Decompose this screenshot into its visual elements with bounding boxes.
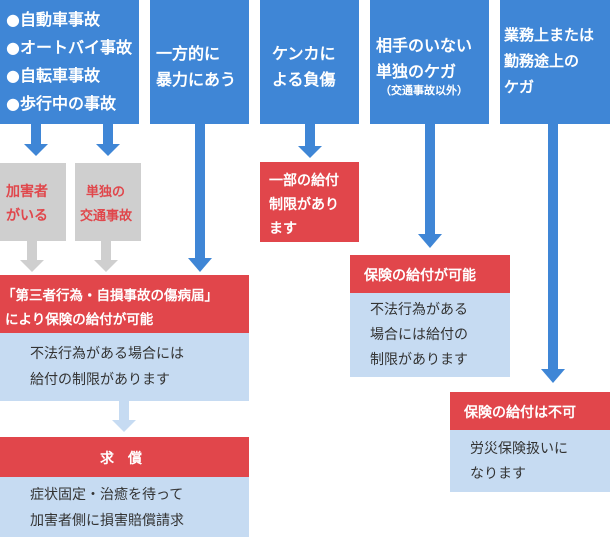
perpetrator-line-2: がいる [6,208,48,224]
fight-line-1: ケンカに [272,44,336,63]
partial-line-1: 一部の給付 [269,173,339,189]
third-party-title-line-1: 「第三者行為・自損事故の傷病届」 [2,288,218,304]
traffic-item-pedestrian: ●歩行中の事故 [6,94,116,113]
alone-line-1: 相手のいない [376,36,473,55]
category-violence: 一方的に 暴力にあう [150,0,249,124]
third-party-title-line-2: により保険の給付が可能 [5,312,154,328]
work-line-3: ケガ [504,78,535,96]
result-impossible-body: 労災保険扱いに なります [450,430,610,492]
result-possible-body: 不法行為がある 場合には給付の 制限があります [350,293,510,377]
work-line-2: 勤務途上の [504,52,580,70]
category-traffic-accidents: ●自動車事故 ●オートバイ事故 ●自転車事故 ●歩行中の事故 [0,0,139,124]
single-line-2: 交通事故 [80,209,133,224]
claim-body-line-1: 症状固定・治癒を待って [30,487,184,503]
perpetrator-line-1: 加害者 [6,184,48,200]
claim-body-line-2: 加害者側に損害賠償請求 [30,513,184,529]
single-line-1: 単独の [86,185,126,200]
violence-line-1: 一方的に [156,44,221,63]
alone-line-2: 単独のケガ [376,62,457,81]
category-work: 業務上または 勤務途上の ケガ [500,0,610,124]
third-party-body-line-1: 不法行為がある場合には [30,346,184,362]
category-fight: ケンカに よる負傷 [260,0,359,124]
impossible-body-line-1: 労災保険扱いに [470,441,568,457]
result-third-party-body: 不法行為がある場合には 給付の制限があります [0,333,249,401]
possible-title-text: 保険の給付が可能 [364,268,476,284]
result-claim-title: 求 償 [0,437,249,477]
partial-line-2: 制限があり [269,197,339,213]
work-line-1: 業務上または [504,26,595,44]
alone-note: （交通事故以外） [380,84,468,97]
impossible-title-text: 保険の給付は不可 [464,405,576,421]
traffic-item-bicycle: ●自転車事故 [6,66,100,85]
result-impossible-title: 保険の給付は不可 [450,392,610,430]
result-possible-title: 保険の給付が可能 [350,255,510,293]
traffic-item-motorcycle: ●オートバイ事故 [6,38,132,57]
impossible-body-line-2: なります [470,466,526,482]
branch-single-traffic: 単独の 交通事故 [75,163,141,241]
result-partial-restriction: 一部の給付 制限があり ます [260,162,359,242]
possible-body-line-3: 制限があります [370,352,468,368]
result-claim-body: 症状固定・治癒を待って 加害者側に損害賠償請求 [0,477,249,537]
fight-line-2: よる負傷 [272,70,336,89]
possible-body-line-2: 場合には給付の [370,327,468,343]
possible-body-line-1: 不法行為がある [370,302,468,318]
partial-line-3: ます [269,221,297,237]
result-third-party-title: 「第三者行為・自損事故の傷病届」 により保険の給付が可能 [0,275,249,333]
branch-perpetrator: 加害者 がいる [0,163,66,241]
traffic-item-car: ●自動車事故 [6,10,100,29]
claim-title-text: 求 償 [100,451,142,467]
category-alone: 相手のいない 単独のケガ （交通事故以外） [370,0,489,124]
third-party-body-line-2: 給付の制限があります [30,372,170,388]
violence-line-2: 暴力にあう [156,70,237,89]
